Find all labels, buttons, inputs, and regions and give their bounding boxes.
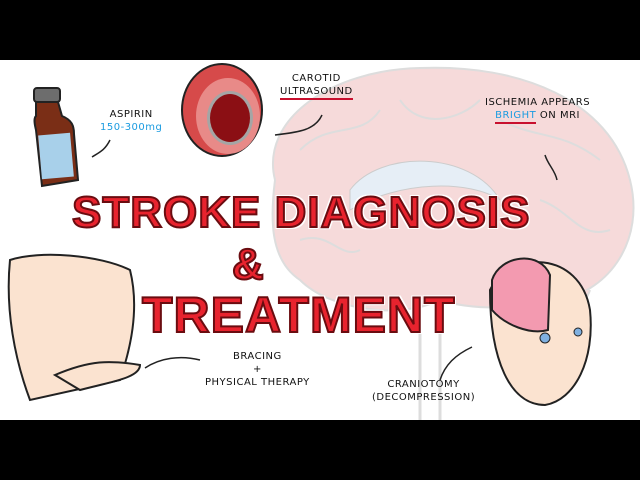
head-illustration [488, 257, 592, 407]
arm-illustration [7, 253, 142, 402]
decompression-label: (DECOMPRESSION) [372, 392, 476, 403]
letterbox-bottom [0, 420, 640, 480]
bracing-label: BRACING [233, 351, 282, 362]
physical-therapy-label: PHYSICAL THERAPY [205, 377, 310, 388]
aspirin-label: ASPIRIN [109, 109, 153, 120]
title-line-3: TREATMENT [141, 286, 456, 344]
carotid-note: CAROTID ULTRASOUND [280, 72, 353, 100]
artery-cross-section-illustration [181, 63, 263, 157]
craniotomy-note: CRANIOTOMY (DECOMPRESSION) [372, 378, 475, 404]
craniotomy-label: CRANIOTOMY [387, 379, 460, 390]
bright-label: BRIGHT [495, 110, 537, 124]
on-mri-label: ON MRI [539, 110, 580, 121]
annotation-arrows [91, 114, 558, 381]
ischemia-label: ISCHEMIA APPEARS [485, 97, 591, 108]
letterbox-top [0, 0, 640, 60]
aspirin-dose: 150-300mg [100, 122, 163, 133]
title-line-1: STROKE DIAGNOSIS [71, 187, 531, 238]
aspirin-bottle-illustration [33, 87, 80, 188]
thumbnail-canvas: ASPIRIN 150-300mg CAROTID ULTRASOUND ISC… [0, 60, 640, 420]
ultrasound-label: ULTRASOUND [280, 86, 353, 100]
aspirin-note: ASPIRIN 150-300mg [100, 108, 162, 134]
ischemia-note: ISCHEMIA APPEARS BRIGHT ON MRI [485, 96, 591, 124]
carotid-label: CAROTID [291, 73, 341, 84]
title-ampersand: & [231, 239, 265, 290]
therapy-note: BRACING + PHYSICAL THERAPY [205, 350, 310, 389]
plus-sign: + [252, 364, 262, 375]
